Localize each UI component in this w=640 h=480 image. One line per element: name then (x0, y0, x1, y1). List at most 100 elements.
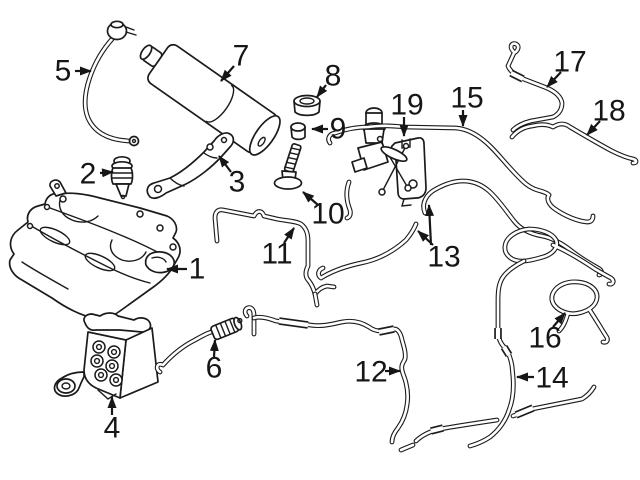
callout-7-arrow (220, 65, 235, 82)
valve-ribbed-body (110, 167, 134, 185)
callout-4-label: 4 (104, 412, 121, 445)
line-18-inner (510, 122, 638, 165)
valve-ribs (111, 172, 133, 179)
block-foot-hole (61, 382, 71, 390)
callout-15-label: 15 (450, 82, 483, 115)
grommet-top (293, 94, 321, 108)
callout-17-label: 17 (553, 46, 586, 79)
part-19-level-sensor (351, 107, 427, 207)
line-12-inner (252, 315, 409, 444)
line-17-sleeve-inner (510, 71, 524, 81)
tank-nipple-face (139, 44, 153, 61)
sensor-connector (351, 157, 368, 173)
frame-rib (58, 199, 99, 223)
bracket-hole (206, 143, 214, 151)
block-side-face (119, 327, 159, 399)
callout-12-label: 12 (354, 356, 387, 389)
line-diagonal-sleeve-inner (430, 425, 444, 434)
line-15-inner (327, 124, 595, 224)
part-6-connector-hose (154, 316, 243, 375)
callout-3-label: 3 (229, 166, 246, 199)
callout-11-label: 11 (261, 238, 292, 271)
line-11-stub-inner (313, 292, 319, 307)
callout-10-label: 10 (311, 198, 344, 231)
frame-arm-line (151, 256, 167, 263)
callout-3-support-bracket: 3 (218, 155, 246, 199)
line-14-loop-inner (503, 227, 615, 286)
block-front-face (83, 331, 127, 399)
callout-10-mounting-bolt: 10 (302, 191, 345, 231)
callout-14-label: 14 (535, 362, 568, 395)
sensor-pivot (404, 184, 412, 192)
block-port-inner (112, 376, 120, 384)
sensor-bracket-tab (401, 198, 412, 207)
block-port (105, 359, 119, 373)
callout-6-connector-hose: 6 (206, 339, 222, 385)
callout-3-arrow (218, 155, 232, 173)
callout-15-air-line: 15 (450, 82, 484, 127)
bracket-hole (153, 184, 163, 194)
line-12-sleeve-inner (378, 326, 395, 335)
part-9-bushing (290, 122, 306, 141)
callout-16-label: 16 (528, 322, 561, 355)
callout-7-label: 7 (233, 40, 250, 73)
frame-cutout (84, 252, 116, 272)
callout-6-arrow (209, 339, 219, 358)
callout-16-air-line-loop: 16 (528, 312, 566, 355)
callout-17-arrow (546, 71, 562, 88)
callout-9-bushing: 9 (311, 113, 347, 146)
hose-fitting-top (110, 20, 124, 29)
sensor-pivot (402, 142, 410, 150)
part-4-valve-block (53, 312, 159, 400)
tank-end-face (248, 115, 281, 156)
callout-11-arrow (283, 227, 295, 244)
line-13-lower (316, 221, 419, 281)
part-10-bolt (273, 143, 303, 190)
part-5-air-hose (82, 20, 140, 147)
part-1-mounting-frame (8, 179, 181, 320)
frame-hole (169, 243, 177, 251)
valve-tip (120, 194, 126, 200)
frame-hole (136, 210, 144, 218)
block-port (94, 368, 108, 382)
block-port-inner (93, 357, 101, 365)
block-port (109, 373, 123, 387)
callout-1-label: 1 (189, 253, 206, 286)
line-14-sleeve-inner (502, 345, 511, 357)
tank-end-slot (257, 136, 266, 147)
line-diagonal-sleeve-inner (515, 406, 534, 417)
part-3-bracket (146, 132, 235, 200)
callout-11-air-line: 11 (261, 227, 295, 271)
callout-18-label: 18 (592, 95, 625, 128)
callout-7-air-reservoir-tank: 7 (220, 40, 250, 82)
line-12-sleeve-inner (278, 318, 309, 328)
line-diagonal-dash-inner (399, 443, 415, 452)
block-port (90, 354, 104, 368)
callout-9-label: 9 (330, 113, 347, 146)
part-2-valve-fitting (110, 155, 134, 200)
line-13-lower-inner (317, 222, 418, 280)
callout-19-label: 19 (390, 89, 423, 122)
callout-8-arrow (316, 84, 328, 98)
line-14-inner (468, 259, 526, 448)
hose6-fitting-tip (237, 317, 243, 324)
frame-hole (26, 222, 34, 230)
callout-8-rubber-grommet: 8 (316, 60, 341, 98)
callout-2-arrow (99, 168, 114, 178)
callout-12-air-line: 12 (354, 356, 401, 389)
callout-17-vent-line: 17 (546, 46, 587, 88)
callout-18-vent-line: 18 (586, 95, 626, 136)
frame-rib (109, 239, 147, 262)
part-7-air-tank (139, 43, 281, 156)
block-port-inner (97, 371, 105, 379)
block-port-inner (110, 348, 118, 356)
callout-14-air-line: 14 (516, 362, 569, 395)
line-stub-inner (345, 180, 352, 220)
block-port-inner (108, 362, 116, 370)
frame-hole (59, 195, 67, 203)
hose-end-hole (131, 138, 137, 144)
callout-13-arrow (425, 204, 435, 246)
block-foot (56, 378, 76, 394)
